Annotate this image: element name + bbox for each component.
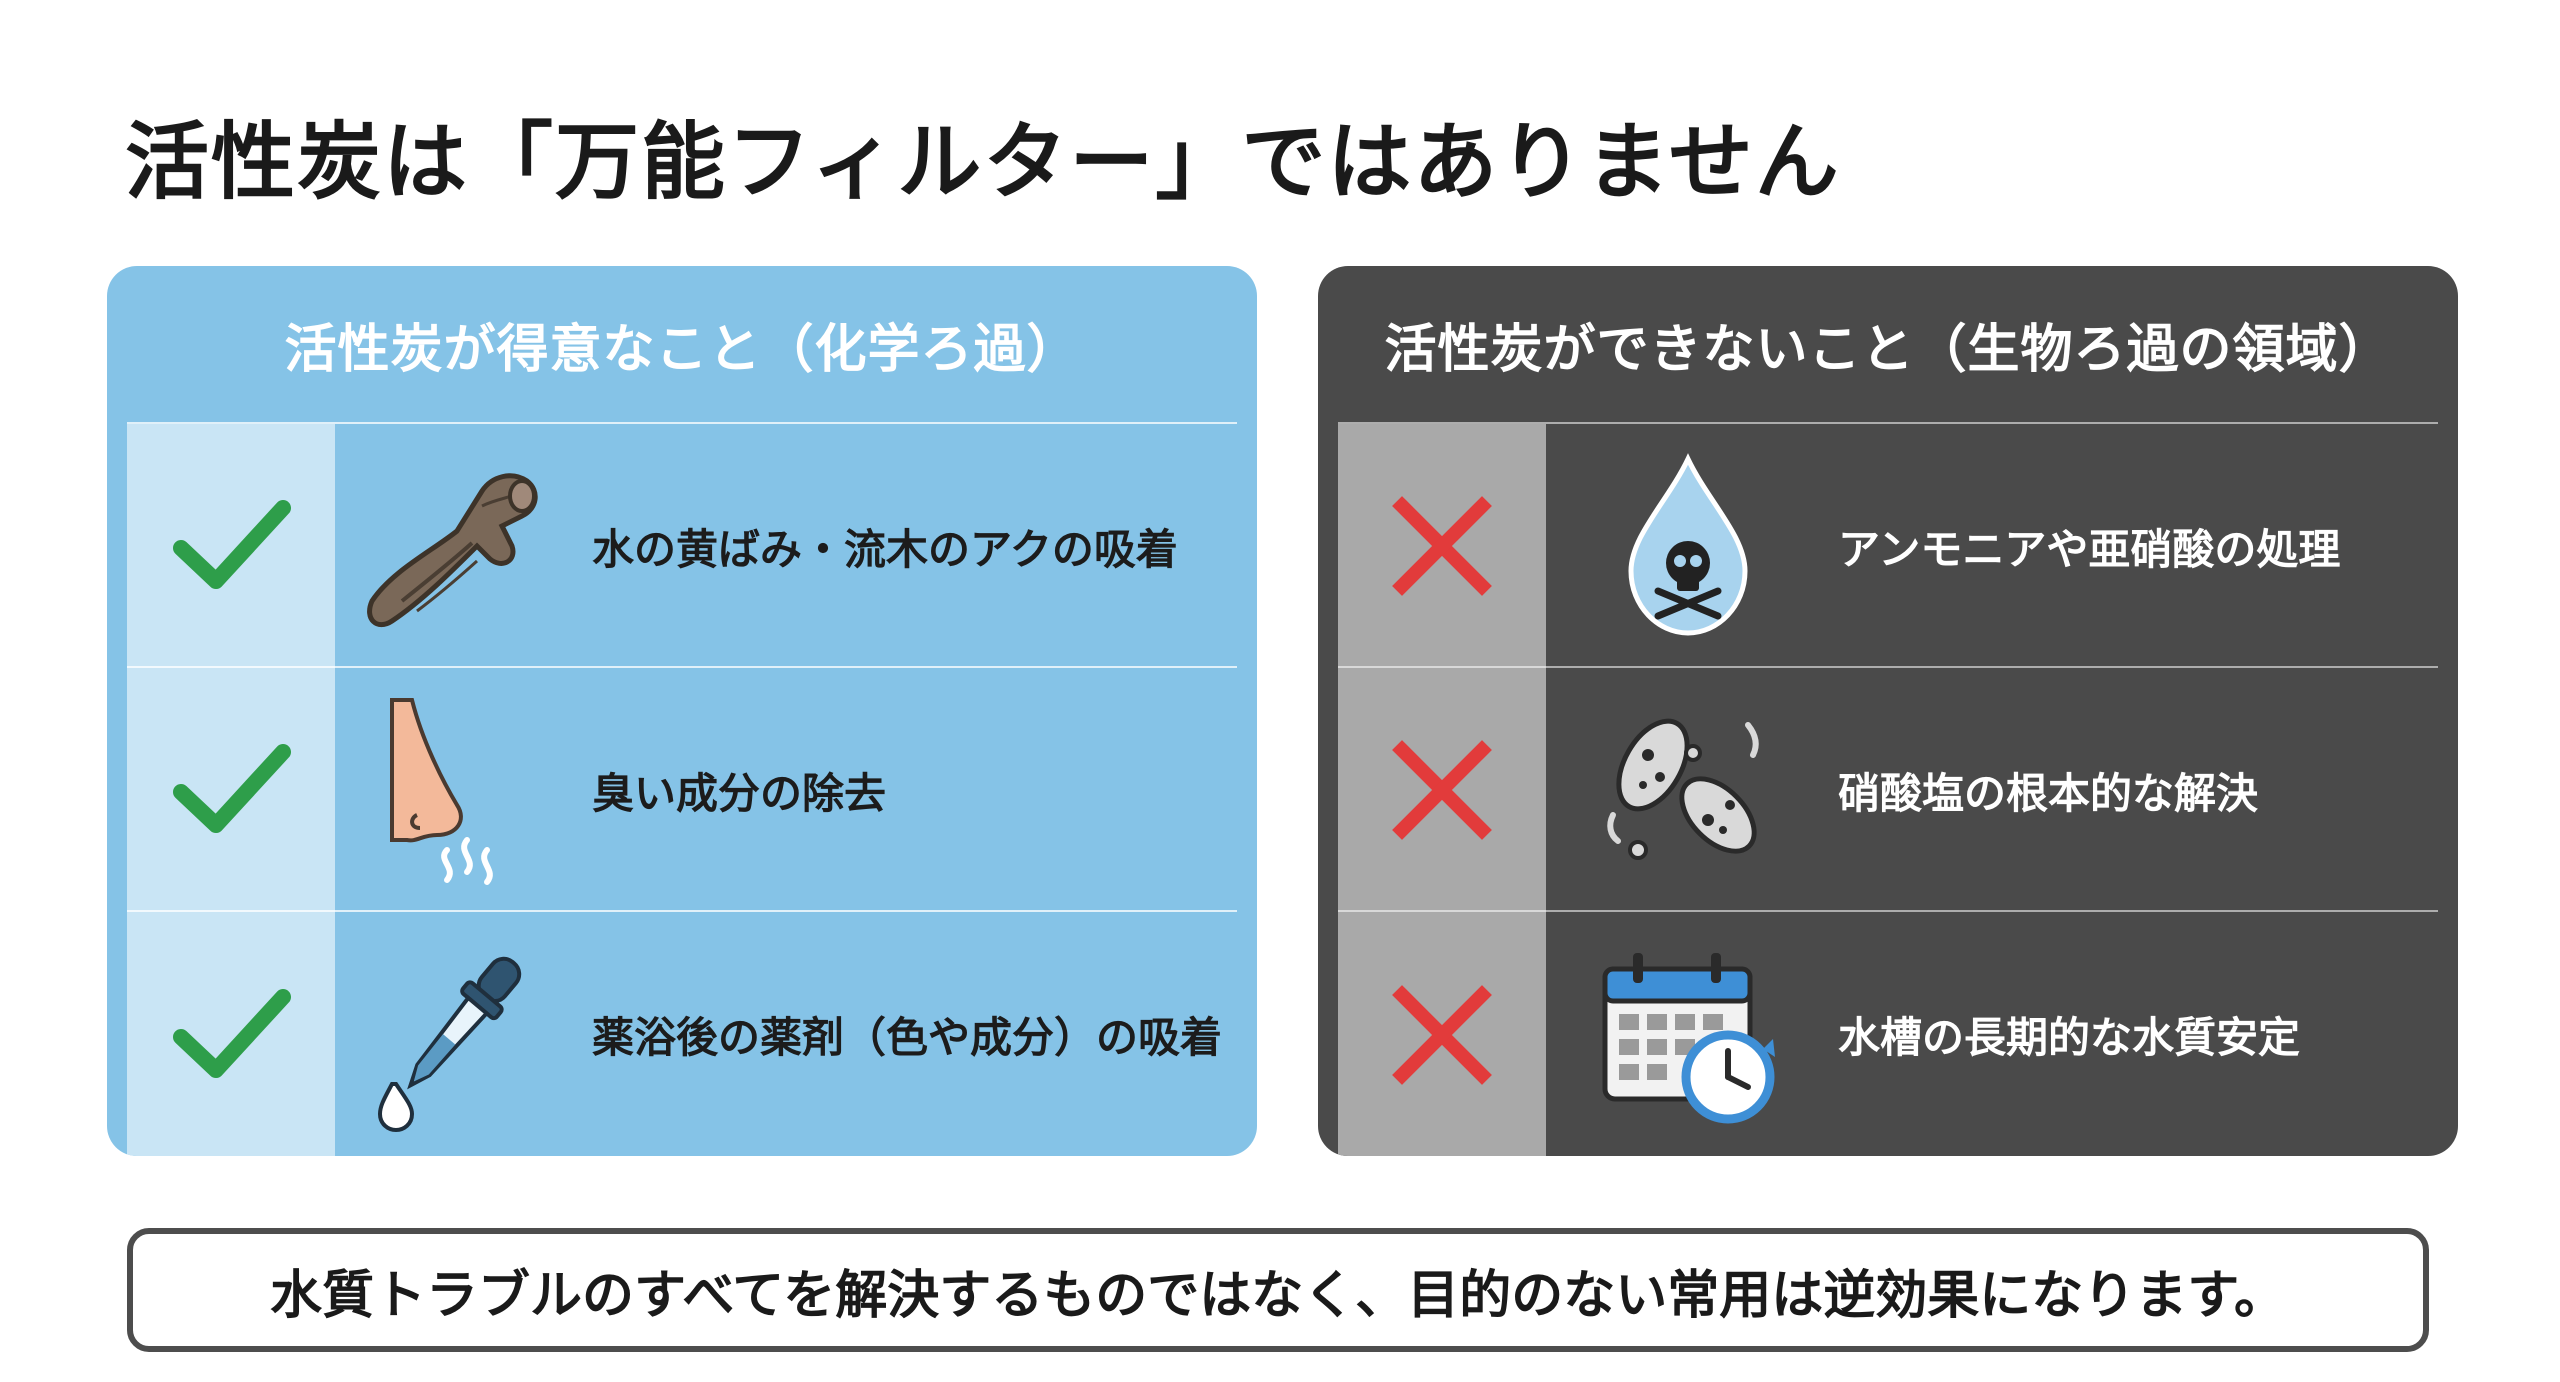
- list-item: アンモニアや亜硝酸の処理: [1338, 422, 2438, 668]
- good-at-header: 活性炭が得意なこと（化学ろ過）: [284, 319, 1080, 380]
- list-item: 臭い成分の除去: [127, 666, 1237, 912]
- cross-cell: [1338, 668, 1546, 912]
- list-item: 水の黄ばみ・流木のアクの吸着: [127, 422, 1237, 668]
- check-icon: [173, 500, 291, 589]
- item-label: 硝酸塩の根本的な解決: [1838, 768, 2259, 818]
- check-cell: [127, 668, 335, 912]
- item-label: 水槽の長期的な水質安定: [1838, 1012, 2301, 1062]
- item-label: アンモニアや亜硝酸の処理: [1838, 524, 2341, 574]
- item-label: 薬浴後の薬剤（色や成分）の吸着: [592, 1012, 1223, 1062]
- cross-icon: [1392, 740, 1492, 840]
- list-item: 薬浴後の薬剤（色や成分）の吸着: [127, 910, 1237, 1156]
- toxic-drop-icon: [1588, 446, 1788, 646]
- cross-cell: [1338, 424, 1546, 668]
- cannot-do-list: アンモニアや亜硝酸の処理: [1338, 422, 2438, 1156]
- cross-icon: [1392, 985, 1492, 1085]
- footer-note: 水質トラブルのすべてを解決するものではなく、目的のない常用は逆効果になります。: [127, 1228, 2429, 1352]
- cross-cell: [1338, 912, 1546, 1156]
- cross-icon: [1392, 496, 1492, 596]
- item-label: 臭い成分の除去: [592, 768, 887, 818]
- check-cell: [127, 912, 335, 1156]
- good-at-list: 水の黄ばみ・流木のアクの吸着 臭い成分の除去: [127, 422, 1237, 1156]
- check-cell: [127, 424, 335, 668]
- item-label: 水の黄ばみ・流木のアクの吸着: [592, 524, 1178, 574]
- dropper-icon: [357, 934, 557, 1134]
- cannot-do-header: 活性炭ができないこと（生物ろ過の領域）: [1384, 319, 2392, 380]
- check-icon: [173, 744, 291, 833]
- check-icon: [173, 989, 291, 1078]
- cannot-do-panel: 活性炭ができないこと（生物ろ過の領域） アン: [1318, 266, 2458, 1156]
- good-at-panel: 活性炭が得意なこと（化学ろ過） 水の黄ばみ・流木のアクの吸着: [107, 266, 1257, 1156]
- driftwood-icon: [357, 446, 557, 646]
- page-title: 活性炭は「万能フィルター」ではありません: [125, 113, 1841, 211]
- nose-odor-icon: [357, 690, 557, 890]
- bacteria-icon: [1588, 690, 1788, 890]
- calendar-clock-icon: [1588, 934, 1788, 1134]
- list-item: 硝酸塩の根本的な解決: [1338, 666, 2438, 912]
- list-item: 水槽の長期的な水質安定: [1338, 910, 2438, 1156]
